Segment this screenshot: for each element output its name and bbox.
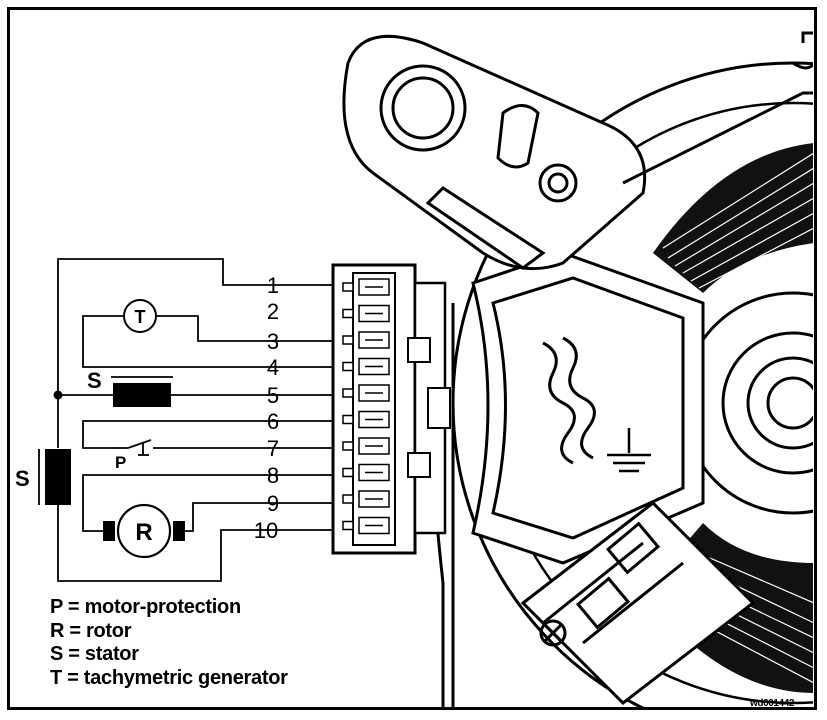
connector-terminal	[358, 410, 390, 429]
tacho-generator: T	[123, 299, 157, 333]
motor-illustration	[342, 31, 813, 707]
stator-winding-upper	[653, 143, 813, 293]
wiring-diagram: T S S P R 1 2 3 4 5 6 7 8 9 10	[15, 31, 813, 707]
junction-dot	[53, 390, 63, 400]
pin-number: 4	[267, 355, 279, 380]
drawing-id: wd001442	[750, 698, 795, 709]
legend-item: R = rotor	[50, 619, 132, 642]
connector-block	[331, 263, 451, 555]
connector-terminal	[358, 463, 390, 482]
ground-symbol	[607, 428, 651, 473]
connector-terminal	[358, 304, 390, 323]
schematic-wires	[57, 258, 333, 582]
connector-terminal	[358, 516, 390, 535]
protection-label: P	[115, 453, 126, 472]
connector-terminal	[358, 437, 390, 455]
connector-terminal	[358, 331, 390, 349]
stator-coil: S	[87, 368, 173, 407]
legend-item: P = motor-protection	[50, 596, 241, 618]
tacho-label: T	[135, 307, 146, 327]
pin-number: 6	[267, 409, 279, 434]
main-stator-label: S	[15, 466, 30, 491]
stator-coil-label: S	[87, 368, 102, 393]
connector-terminal	[358, 490, 390, 508]
connector-terminal	[358, 278, 390, 296]
rotor-label: R	[135, 519, 152, 546]
rotor: R	[103, 503, 185, 559]
pin-number: 8	[267, 463, 279, 488]
legend-item: S = stator	[50, 643, 139, 665]
legend: P = motor-protection R = rotor S = stato…	[50, 596, 288, 690]
connector-terminal	[358, 357, 390, 376]
pin-number: 3	[267, 329, 279, 354]
pin-number: 2	[267, 299, 279, 324]
pin-number: 10	[254, 518, 278, 543]
pin-number: 9	[267, 491, 279, 516]
pin-number: 5	[267, 383, 279, 408]
connector-terminal	[358, 384, 390, 402]
legend-item: T = tachymetric generator	[50, 666, 288, 689]
main-stator: S	[15, 449, 71, 505]
pin-numbers: 1 2 3 4 5 6 7 8 9 10	[254, 273, 279, 543]
pin-number: 1	[267, 273, 279, 298]
pin-number: 7	[267, 436, 279, 461]
motor-protection-switch: P	[115, 439, 152, 472]
diagram-frame: T S S P R 1 2 3 4 5 6 7 8 9 10	[7, 7, 817, 710]
